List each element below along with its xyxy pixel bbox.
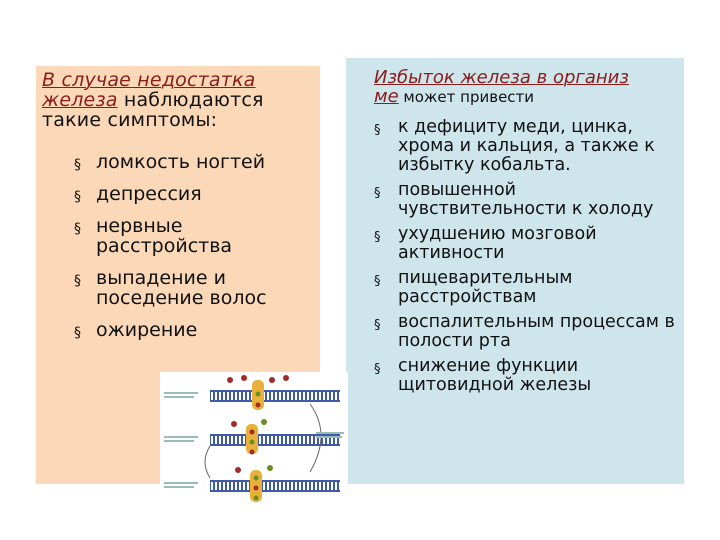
left-intro-rest-1: наблюдаются bbox=[117, 89, 264, 111]
left-symptom-list: § ломкость ногтей § депрессия § нервные рас… bbox=[74, 152, 320, 352]
list-item-text: ухудшению мозговой активности bbox=[398, 224, 597, 263]
membrane-row-1 bbox=[210, 375, 340, 410]
list-item-text: ожирение bbox=[96, 319, 198, 341]
bullet-icon: § bbox=[74, 273, 81, 289]
list-item: § депрессия bbox=[74, 183, 320, 205]
membrane-illustration bbox=[164, 375, 344, 502]
cycle-arrow bbox=[204, 445, 211, 479]
bullet-icon: § bbox=[74, 189, 81, 205]
bullet-icon: § bbox=[374, 318, 381, 333]
list-item: § пищеварительным расстройствам bbox=[374, 269, 680, 307]
right-panel: Избыток железа в организ ме может привес… bbox=[346, 58, 684, 484]
right-effects-list: § к дефициту меди, цинка, хрома и кальция… bbox=[374, 118, 680, 401]
list-item: § снижение функции щитовидной железы bbox=[374, 357, 680, 395]
right-intro-rest: может привести bbox=[398, 88, 535, 106]
membrane-row-3 bbox=[210, 465, 340, 502]
ion-channel-membrane-diagram bbox=[160, 372, 348, 510]
left-intro: В случае недостатка железа наблюдаются т… bbox=[42, 70, 316, 130]
list-item-text: ломкость ногтей bbox=[96, 151, 266, 173]
bullet-icon: § bbox=[374, 274, 381, 289]
bullet-icon: § bbox=[374, 186, 381, 201]
list-item: § нервные расстройства bbox=[74, 216, 320, 256]
list-item: § повышенной чувствительности к холоду bbox=[374, 181, 680, 219]
list-item-text: повышенной чувствительности к холоду bbox=[398, 180, 654, 219]
bullet-icon: § bbox=[374, 230, 381, 245]
left-intro-highlight-1: В случае недостатка bbox=[42, 69, 256, 91]
bullet-icon: § bbox=[74, 157, 81, 173]
right-intro-highlight-2: ме bbox=[374, 86, 399, 107]
bullet-icon: § bbox=[74, 221, 81, 237]
list-item: § ломкость ногтей bbox=[74, 151, 320, 173]
bullet-icon: § bbox=[374, 123, 381, 138]
list-item-text: воспалительным процессам в полости рта bbox=[398, 312, 675, 351]
list-item: § ухудшению мозговой активности bbox=[374, 225, 680, 263]
list-item-text: нервные расстройства bbox=[96, 215, 233, 257]
list-item-text: выпадение и поседение волос bbox=[96, 267, 267, 309]
bullet-icon: § bbox=[74, 325, 81, 341]
list-item-text: депрессия bbox=[96, 183, 202, 205]
list-item: § воспалительным процессам в полости рта bbox=[374, 313, 680, 351]
list-item-text: пищеварительным расстройствам bbox=[398, 268, 573, 307]
list-item: § выпадение и поседение волос bbox=[74, 268, 320, 308]
left-intro-rest-2: такие симптомы: bbox=[42, 109, 218, 131]
bullet-icon: § bbox=[374, 362, 381, 377]
left-intro-highlight-2: железа bbox=[42, 89, 118, 111]
membrane-row-2 bbox=[210, 419, 340, 455]
list-item-text: к дефициту меди, цинка, хрома и кальция,… bbox=[398, 117, 655, 175]
list-item-text: снижение функции щитовидной железы bbox=[398, 356, 592, 395]
list-item: § ожирение bbox=[74, 319, 320, 341]
right-intro: Избыток железа в организ ме может привес… bbox=[374, 68, 680, 107]
list-item: § к дефициту меди, цинка, хрома и кальция… bbox=[374, 118, 680, 175]
right-intro-highlight-1: Избыток железа в организ bbox=[374, 67, 629, 88]
